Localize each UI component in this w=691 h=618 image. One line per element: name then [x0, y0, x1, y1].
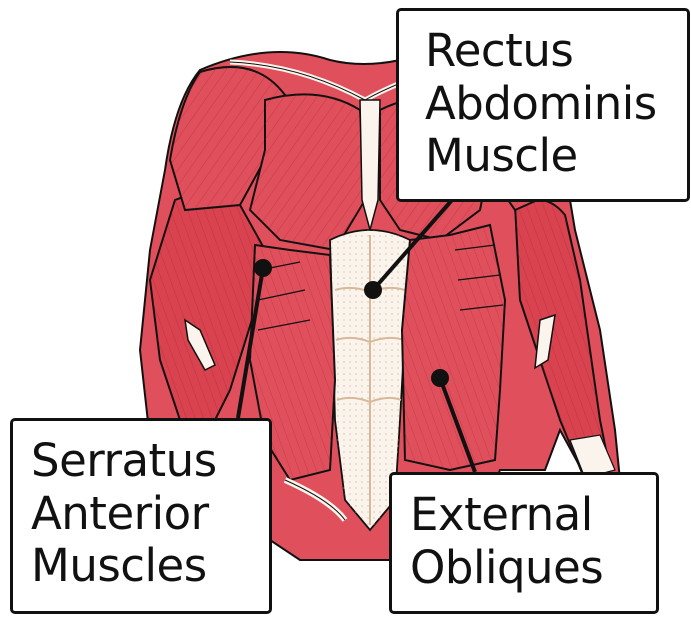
label-line: Abdominis	[425, 78, 671, 131]
label-rectus-abdominis: Rectus Abdominis Muscle	[396, 8, 690, 202]
label-line: Rectus	[425, 25, 671, 78]
label-line: Serratus	[31, 435, 253, 488]
pointer-dot-obliques	[431, 369, 449, 387]
label-line: Anterior	[31, 488, 253, 541]
label-serratus-anterior: Serratus Anterior Muscles	[10, 418, 272, 614]
label-line: Obliques	[410, 542, 640, 595]
pointer-dot-rectus	[364, 281, 382, 299]
label-line: Muscles	[31, 540, 253, 593]
label-line: Muscle	[425, 130, 671, 183]
pointer-dot-serratus	[254, 259, 272, 277]
label-line: External	[410, 489, 640, 542]
label-external-obliques: External Obliques	[389, 472, 659, 614]
